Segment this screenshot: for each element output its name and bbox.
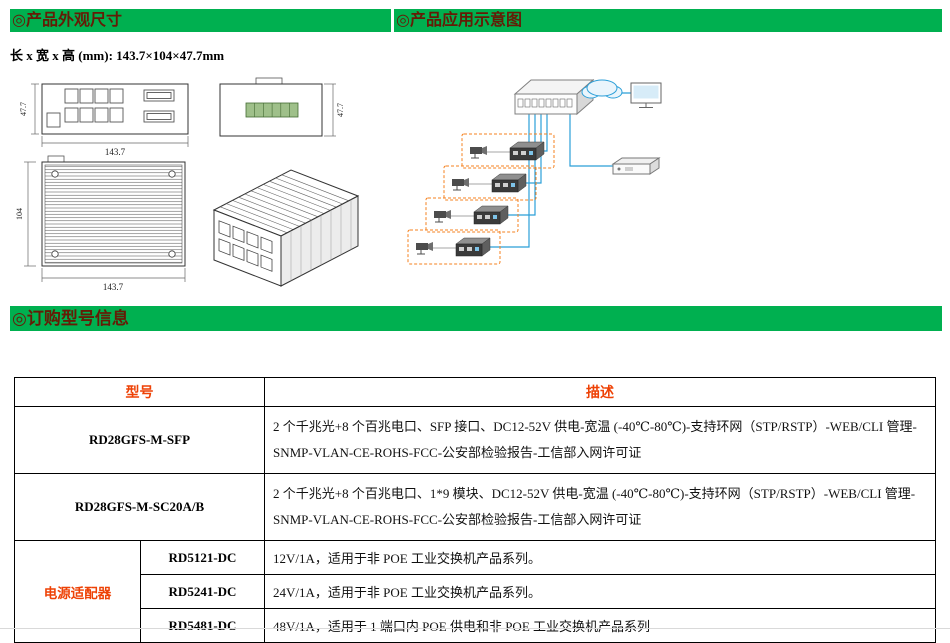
network-links (490, 92, 631, 248)
cloud-icon (581, 79, 623, 99)
dimensions-note: 长 x 宽 x 高 (mm): 143.7×104×47.7mm (10, 48, 225, 63)
application-diagram (407, 78, 662, 265)
media-converter-icon (473, 205, 509, 225)
description-cell: 24V/1A，适用于非 POE 工业交换机产品系列。 (264, 574, 936, 609)
camera-icon (415, 241, 434, 255)
table-row: RD5481-DC 48V/1A，适用于 1 端口内 POE 供电和非 POE … (15, 608, 936, 643)
top-width-label: 143.7 (103, 282, 124, 292)
table-row: RD28GFS-M-SFP 2 个千兆光+8 个百兆电口、SFP 接口、DC12… (14, 406, 936, 474)
adapter-group-cell: 电源适配器 (14, 540, 141, 643)
model-cell: RD28GFS-M-SFP (14, 406, 265, 474)
main-switch-icon (513, 78, 595, 116)
description-cell: 48V/1A，适用于 1 端口内 POE 供电和非 POE 工业交换机产品系列 (264, 608, 936, 643)
front-view-drawing: 143.7 47.7 (19, 83, 189, 157)
section-header-application: ◎产品应用示意图 (394, 9, 942, 32)
media-converter-icon (509, 141, 545, 161)
side-fin-ends (290, 199, 352, 281)
camera-icon (469, 145, 488, 159)
monitor-icon (630, 82, 662, 108)
media-converter-icon (455, 237, 491, 257)
heatsink-fins (44, 164, 183, 264)
top-fin-lines (220, 174, 349, 234)
table-row: 电源适配器 RD5121-DC 12V/1A，适用于非 POE 工业交换机产品系… (14, 540, 936, 643)
section-title-application: ◎产品应用示意图 (396, 12, 522, 29)
description-cell: 12V/1A，适用于非 POE 工业交换机产品系列。 (264, 540, 936, 575)
table-header-row: 型号 描述 (14, 377, 936, 407)
table-row: RD28GFS-M-SC20A/B 2 个千兆光+8 个百兆电口、1*9 模块、… (14, 473, 936, 541)
section-title-appearance: ◎产品外观尺寸 (12, 12, 122, 29)
section-title-ordering: ◎订购型号信息 (12, 309, 129, 328)
side-height-label: 47.7 (336, 103, 345, 117)
side-dimension-lines (324, 83, 336, 137)
terminal-block (245, 102, 299, 118)
front-dimension-lines (31, 83, 189, 147)
camera-icon (451, 177, 470, 191)
model-cell: RD5481-DC (140, 608, 265, 643)
top-height-label: 104 (16, 208, 24, 220)
section-header-appearance: ◎产品外观尺寸 (10, 9, 391, 32)
perspective-ports (218, 220, 273, 272)
model-cell: RD28GFS-M-SC20A/B (14, 473, 265, 541)
col-header-model: 型号 (14, 377, 265, 407)
section-header-ordering: ◎订购型号信息 (10, 306, 942, 331)
camera-group-outlines (407, 133, 555, 265)
nvr-icon (611, 157, 661, 175)
ordering-table: 型号 描述 RD28GFS-M-SFP 2 个千兆光+8 个百兆电口、SFP 接… (14, 377, 936, 643)
perspective-view-drawing (212, 169, 360, 287)
front-height-label: 47.7 (19, 102, 28, 116)
camera-links (433, 151, 510, 249)
description-cell: 2 个千兆光+8 个百兆电口、1*9 模块、DC12-52V 供电-宽温 (-4… (264, 473, 936, 541)
model-cell: RD5121-DC (140, 540, 265, 575)
description-cell: 2 个千兆光+8 个百兆电口、SFP 接口、DC12-52V 供电-宽温 (-4… (264, 406, 936, 474)
side-view-drawing: 47.7 (219, 77, 345, 137)
camera-icon (433, 209, 452, 223)
model-cell: RD5241-DC (140, 574, 265, 609)
front-ports (46, 88, 175, 128)
page-bottom-rule (0, 628, 950, 629)
top-dimension-lines (24, 161, 186, 282)
front-width-label: 143.7 (105, 147, 126, 157)
top-view-drawing: 143.7 104 (16, 155, 186, 292)
table-row: RD5241-DC 24V/1A，适用于非 POE 工业交换机产品系列。 (15, 574, 936, 609)
media-converter-icon (491, 173, 527, 193)
mounting-holes (51, 170, 176, 258)
col-header-description: 描述 (264, 377, 936, 407)
